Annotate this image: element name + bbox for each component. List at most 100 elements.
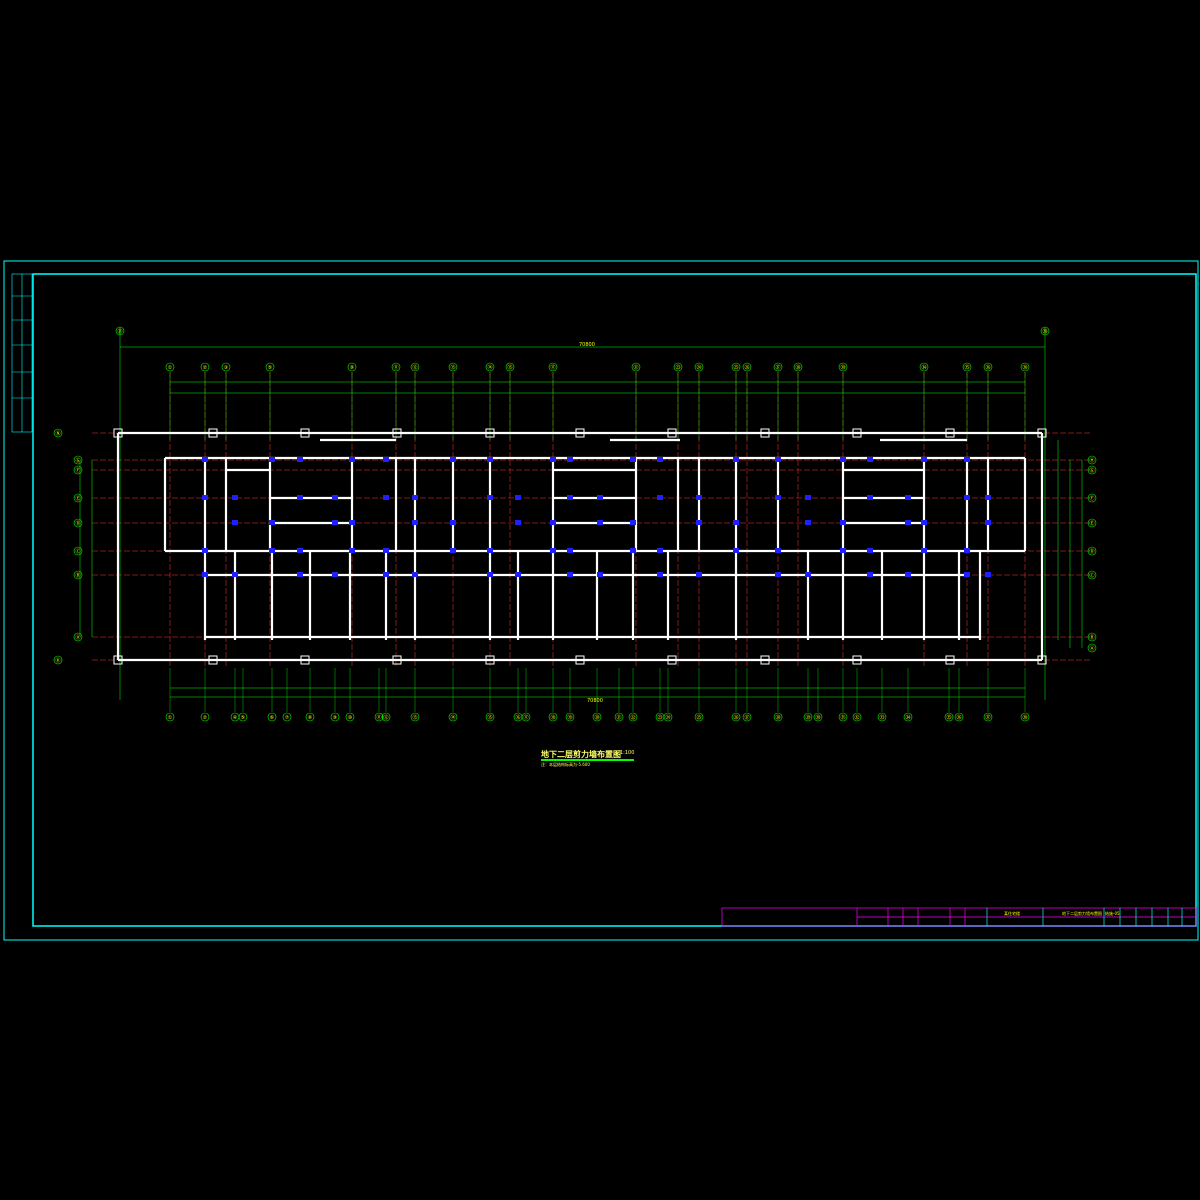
axis-label: Ⓕ [75, 467, 80, 474]
wall-column [550, 520, 556, 525]
axis-bubble [694, 362, 704, 372]
wall-column [515, 520, 521, 525]
axis-label: ⑪ [393, 364, 398, 371]
axis-bubble [673, 362, 683, 372]
wall-column [964, 457, 970, 462]
wall-column [567, 548, 573, 553]
axis-bubble [391, 362, 401, 372]
boundary-column [300, 428, 310, 438]
wall-column [597, 572, 603, 577]
wall-column [696, 520, 702, 525]
wall-column [232, 520, 238, 525]
axis-bubble [1087, 518, 1097, 528]
wall-column [269, 520, 275, 525]
wall-column [630, 548, 636, 553]
axis-label: ㊲ [985, 714, 990, 721]
axis-bubble [1087, 465, 1097, 475]
axis-label: ⑰ [550, 364, 555, 371]
wall-column [840, 457, 846, 462]
axis-bubble [374, 712, 384, 722]
overall-dimension-top: 70800 [579, 342, 595, 348]
wall-column [550, 457, 556, 462]
axis-label: ㊱ [985, 364, 990, 371]
axis-bubble [165, 362, 175, 372]
axis-label: ㉘ [775, 714, 780, 721]
axis-label: Ⓚ [55, 657, 60, 664]
wall-column [657, 548, 663, 553]
axis-label: ㊱ [956, 714, 961, 721]
boundary-column [392, 655, 402, 665]
boundary-column [1037, 428, 1047, 438]
axis-bubble [548, 712, 558, 722]
wall-column [383, 495, 389, 500]
axis-label: ㉔ [696, 364, 701, 371]
axis-label: ㉒ [630, 714, 635, 721]
boundary-column [945, 655, 955, 665]
axis-label: Ⓝ [55, 430, 60, 437]
wall-column [297, 572, 303, 577]
wall-column [332, 520, 338, 525]
axis-label: ㉞ [905, 714, 910, 721]
wall-column [269, 548, 275, 553]
axis-bubble [200, 712, 210, 722]
axis-bubble [221, 362, 231, 372]
axis-bubble [73, 455, 83, 465]
wall-column [297, 457, 303, 462]
boundary-column [1037, 655, 1047, 665]
axis-label: ㉕ [733, 364, 738, 371]
axis-label: ㊳ [1042, 328, 1047, 335]
axis-label: ⑤ [241, 715, 245, 721]
axis-bubble [983, 712, 993, 722]
axis-label: Ⓐ [75, 634, 80, 641]
wall-column [567, 495, 573, 500]
axis-bubble [773, 362, 783, 372]
wall-column [202, 457, 208, 462]
wall-column [775, 495, 781, 500]
wall-column [349, 548, 355, 553]
wall-column [964, 548, 970, 553]
axis-label: ⑭ [450, 714, 455, 721]
wall-column [867, 457, 873, 462]
boundary-column [852, 655, 862, 665]
boundary-column [945, 428, 955, 438]
boundary-column [392, 428, 402, 438]
wall-column [985, 520, 991, 525]
axis-label: ㉕ [696, 714, 701, 721]
axis-bubble [793, 362, 803, 372]
wall-column [840, 548, 846, 553]
wall-column [921, 548, 927, 553]
axis-label: Ⓓ [1089, 548, 1094, 555]
axis-label: ㉘ [795, 364, 800, 371]
axis-label: ⑮ [487, 714, 492, 721]
axis-bubble [813, 712, 823, 722]
axis-label: ⑦ [285, 715, 290, 721]
axis-label: Ⓔ [75, 495, 80, 502]
wall-column [657, 572, 663, 577]
axis-bubble [983, 362, 993, 372]
axis-label: Ⓒ [75, 548, 80, 555]
axis-label: ㉟ [946, 714, 951, 721]
wall-column [696, 572, 702, 577]
dimension-layer [79, 327, 1083, 700]
axis-bubble [73, 570, 83, 580]
axis-label: ㊳ [1022, 364, 1027, 371]
axis-label: Ⓓ [75, 520, 80, 527]
axis-bubble [265, 362, 275, 372]
boundary-column [113, 428, 123, 438]
axis-bubble [944, 712, 954, 722]
axis-bubble [1020, 362, 1030, 372]
axis-bubble [1087, 570, 1097, 580]
title-underline [541, 759, 634, 761]
axis-label: ㉗ [744, 714, 749, 721]
axis-label: ③ [224, 365, 228, 371]
wall-column [985, 495, 991, 500]
axis-label: ㉙ [805, 714, 810, 721]
boundary-column [113, 655, 123, 665]
axis-bubble [962, 362, 972, 372]
wall-column [775, 548, 781, 553]
wall-column [597, 495, 603, 500]
axis-label: ⑩ [348, 715, 353, 721]
axis-label: ㉑ [117, 328, 122, 335]
axis-bubble [53, 428, 63, 438]
wall-column [232, 572, 238, 577]
